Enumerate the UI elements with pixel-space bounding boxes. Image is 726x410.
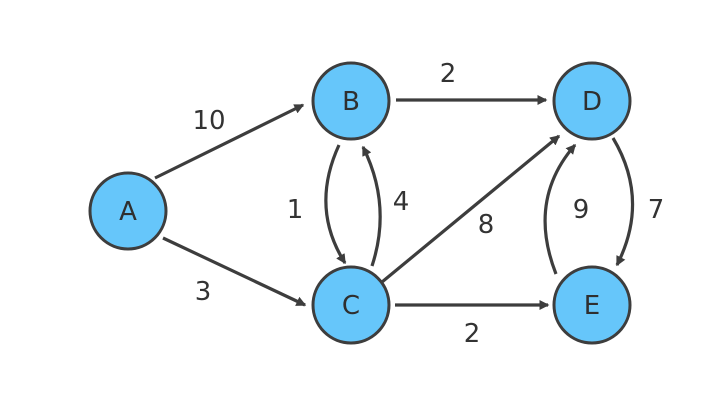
edge-c-d <box>380 134 561 284</box>
node-e-label: E <box>584 291 600 321</box>
edges: 10 3 2 1 4 8 2 9 7 <box>154 59 665 349</box>
node-b-label: B <box>342 87 360 117</box>
node-a: A <box>88 171 168 251</box>
edge-a-c <box>162 236 307 307</box>
edge-d-e <box>611 137 635 267</box>
node-d: D <box>552 61 632 141</box>
edge-a-b-weight: 10 <box>192 106 225 136</box>
node-e: E <box>552 265 632 345</box>
node-c-label: C <box>342 291 360 321</box>
edge-b-c <box>324 144 347 265</box>
edge-b-d-weight: 2 <box>440 59 457 89</box>
edge-e-d <box>543 143 577 275</box>
node-b: B <box>311 61 391 141</box>
edge-c-d-weight: 8 <box>478 210 495 240</box>
edge-a-c-weight: 3 <box>195 277 212 307</box>
nodes: A B C D E <box>88 61 632 345</box>
edge-d-e-weight: 7 <box>648 195 665 225</box>
node-c: C <box>311 265 391 345</box>
edge-c-b <box>361 145 382 267</box>
edge-a-b <box>154 103 305 180</box>
node-a-label: A <box>119 197 137 227</box>
node-d-label: D <box>582 87 602 117</box>
edge-e-d-weight: 9 <box>573 195 590 225</box>
edge-b-c-weight: 1 <box>287 195 304 225</box>
edge-c-e-weight: 2 <box>464 319 481 349</box>
edge-c-b-weight: 4 <box>393 187 410 217</box>
